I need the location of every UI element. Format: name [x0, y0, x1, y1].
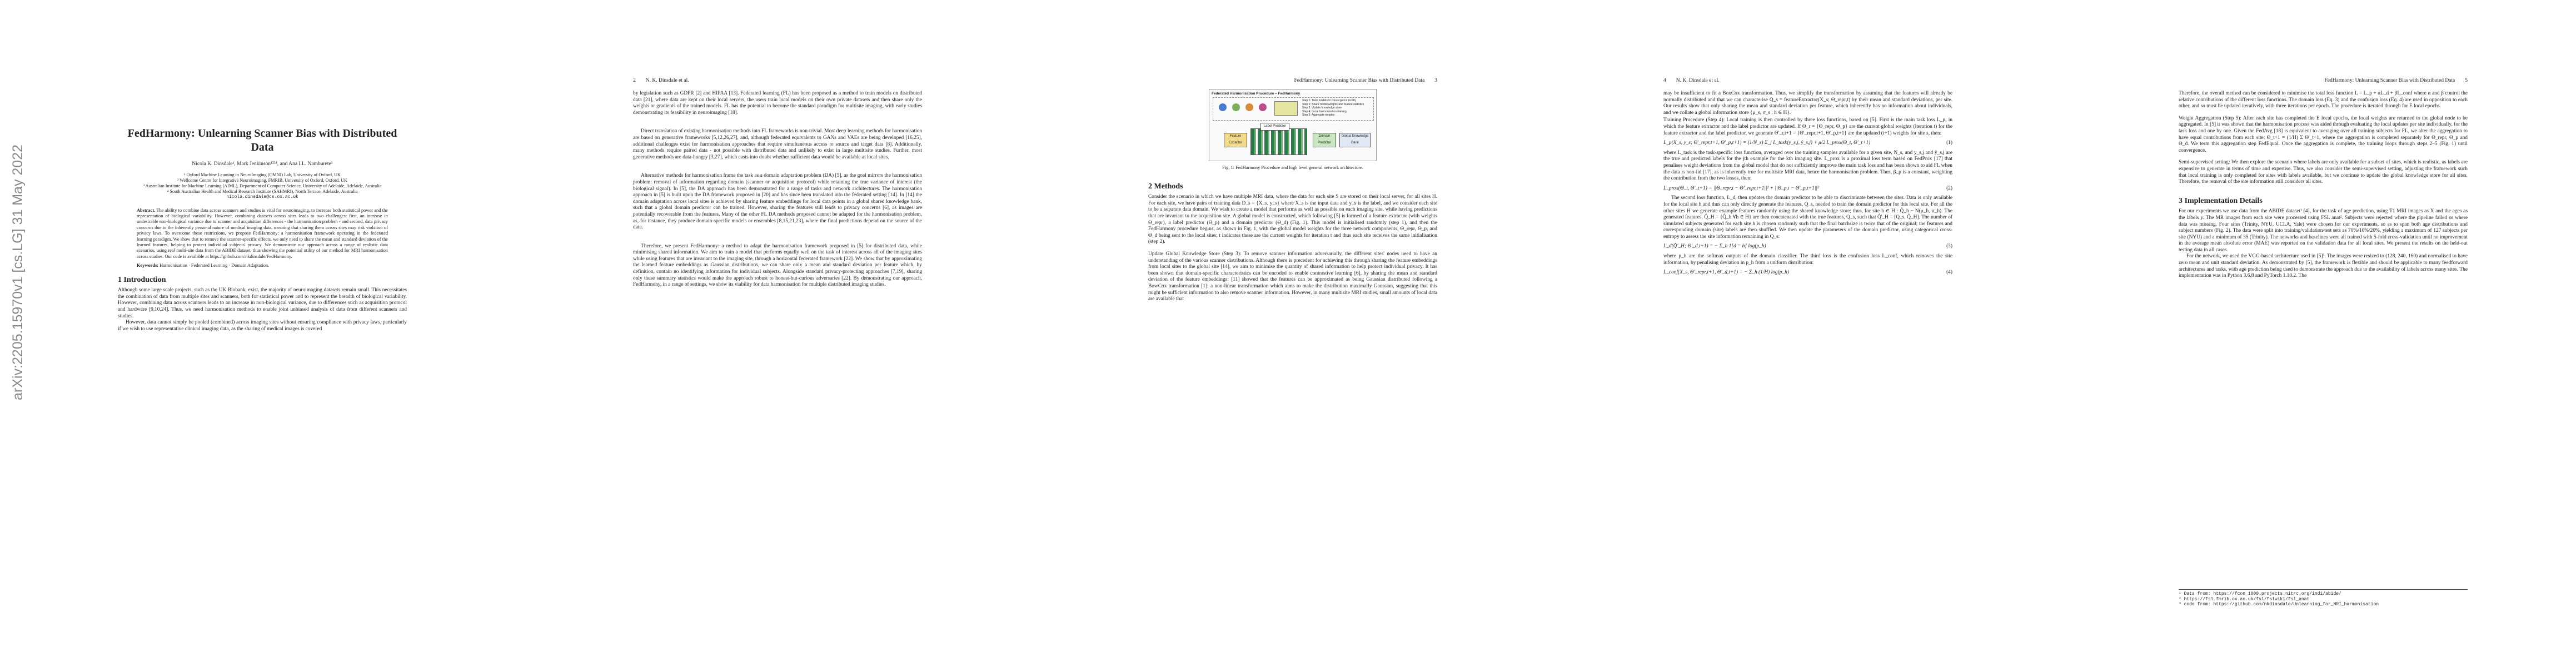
paragraph: where p_h are the softmax outputs of the…: [1663, 253, 1952, 266]
paragraph: Direct translation of existing harmonisa…: [633, 128, 922, 160]
section-implementation: 3 Implementation Details: [2179, 196, 2263, 205]
intro-paragraph-1: Although some large scale projects, such…: [118, 287, 407, 319]
paragraph: where L_task is the task-specific loss f…: [1663, 150, 1952, 182]
fed-procedure-panel: Step 1: Train models to convergence loca…: [1213, 97, 1374, 121]
equation-4-body: L_conf(X_s, Θ'_repr,t+1, Θ'_d,t+1) = − Σ…: [1663, 270, 1789, 276]
abstract-text: The ability to combine data across scann…: [137, 207, 388, 259]
equation-4-number: (4): [1946, 270, 1952, 276]
equation-2-body: L_prox(Θ_t, Θ'_t+1) = ||Θ_repr,t − Θ'_re…: [1663, 185, 1819, 191]
step-3: Step 3: Update knowledge store: [1302, 106, 1342, 110]
site-node: [1245, 103, 1253, 111]
running-head: FedHarmony: Unlearning Scanner Bias with…: [1294, 78, 1425, 83]
paragraph: Consider the scenario in which we have m…: [1148, 194, 1437, 245]
page-1-body: FedHarmony: Unlearning Scanner Bias with…: [118, 127, 407, 332]
equation-4: L_conf(X_s, Θ'_repr,t+1, Θ'_d,t+1) = − Σ…: [1663, 270, 1952, 276]
step-1: Step 1: Train models to convergence loca…: [1302, 99, 1356, 102]
figure-title: Federated Harmonisation Procedure – FedH…: [1212, 92, 1301, 96]
knowledge-bank-box: Global Knowledge Bank: [1339, 133, 1371, 147]
footnote-1: ¹ Data from: https://fcon_1000.projects.…: [2179, 591, 2341, 596]
steps-list: Step 1: Train models to convergence loca…: [1302, 99, 1371, 117]
paragraph: Therefore, the overall method can be con…: [2179, 91, 2468, 109]
paragraph: may be insufficient to fit a BoxCox tran…: [1663, 91, 1952, 116]
page-5-body: Therefore, the overall method can be con…: [2179, 91, 2468, 280]
affiliation-2: ² Wellcome Centre for Integrative Neuroi…: [177, 177, 348, 183]
authors: Nicola K. Dinsdale¹, Mark Jenkinson¹²³⁴,…: [192, 161, 333, 167]
equation-1: L_p(X_s, y_s; Θ'_repr,t+1, Θ'_p,t+1) = (…: [1663, 140, 1952, 147]
label-predictor-box: Label Predictor: [1260, 123, 1289, 131]
equation-1-body: L_p(X_s, y_s; Θ'_repr,t+1, Θ'_p,t+1) = (…: [1663, 140, 1871, 146]
affiliation-1: ¹ Oxford Machine Learning in NeuroImagin…: [184, 172, 341, 177]
paragraph: Semi-supervised setting: We then explore…: [2179, 160, 2468, 185]
equation-3-body: L_d(Q̂'_H; Θ'_d,t+1) = − Σ_h 1[d = h] lo…: [1663, 243, 1766, 250]
figure-1: Federated Harmonisation Procedure – FedH…: [1209, 89, 1377, 161]
author-email: nicola.dinsdale@cs.ox.ac.uk: [226, 194, 298, 200]
page-2-header: 2 N. K. Dinsdale et al.: [633, 78, 922, 83]
keywords: Keywords: Harmonisation · Federated Lear…: [137, 263, 388, 268]
equation-1-number: (1): [1946, 140, 1952, 146]
paragraph: For our experiments we use data from the…: [2179, 208, 2468, 253]
figure-caption: Fig. 1: FedHarmony Procedure and high le…: [1222, 165, 1363, 170]
global-server-box: [1274, 101, 1298, 116]
page-3-body: Federated Harmonisation Procedure – FedH…: [1148, 89, 1437, 303]
site-node: [1219, 103, 1227, 111]
paragraph: The second loss function, L_d, then upda…: [1663, 195, 1952, 240]
running-head: N. K. Dinsdale et al.: [645, 78, 689, 83]
page-3: FedHarmony: Unlearning Scanner Bias with…: [1030, 0, 1546, 667]
feature-bars: [1250, 128, 1307, 155]
arxiv-identifier: arXiv:2205.15970v1 [cs.LG] 31 May 2022: [10, 144, 26, 400]
step-2: Step 2: Share model weights and feature …: [1302, 102, 1364, 106]
keywords-text: Harmonisation · Federated Learning · Dom…: [160, 263, 270, 268]
page-4-body: may be insufficient to fit a BoxCox tran…: [1663, 91, 1952, 280]
footnote-3: ³ code from: https://github.com/nkdinsda…: [2179, 602, 2379, 608]
paragraph: For the network, we used the VGG-based a…: [2179, 253, 2468, 279]
paragraph: by legislation such as GDPR [2] and HIPA…: [633, 91, 922, 116]
page-number: 2: [633, 78, 636, 83]
page-1: arXiv:2205.15970v1 [cs.LG] 31 May 2022 F…: [0, 0, 515, 667]
feature-extractor-box: Feature Extractor: [1224, 133, 1247, 147]
affiliation-4: ⁴ South Australian Health and Medical Re…: [167, 188, 358, 194]
paragraph: Alternative methods for harmonisation fr…: [633, 173, 922, 231]
paragraph: Training Procedure (Step 4): Local train…: [1663, 117, 1952, 136]
equation-3: L_d(Q̂'_H; Θ'_d,t+1) = − Σ_h 1[d = h] lo…: [1663, 243, 1952, 250]
equation-2-number: (2): [1946, 185, 1952, 191]
page-5-header: FedHarmony: Unlearning Scanner Bias with…: [2179, 78, 2468, 83]
page-4-header: 4 N. K. Dinsdale et al.: [1663, 78, 1952, 83]
site-node: [1232, 103, 1240, 111]
keywords-label: Keywords:: [137, 263, 159, 268]
page-2: 2 N. K. Dinsdale et al. by legislation s…: [515, 0, 1030, 667]
page-number: 5: [2465, 78, 2468, 83]
section-methods: 2 Methods: [1148, 182, 1183, 191]
abstract-label: Abstract.: [137, 207, 156, 213]
running-head: N. K. Dinsdale et al.: [1676, 78, 1720, 83]
page-number: 4: [1663, 78, 1666, 83]
equation-3-number: (3): [1946, 243, 1952, 250]
intro-paragraph-2: However, data cannot simply be pooled (c…: [118, 320, 407, 332]
page-4: 4 N. K. Dinsdale et al. may be insuffici…: [1546, 0, 2061, 667]
paragraph: Update Global Knowledge Store (Step 3): …: [1148, 251, 1437, 302]
page-3-header: FedHarmony: Unlearning Scanner Bias with…: [1148, 78, 1437, 83]
abstract: Abstract. The ability to combine data ac…: [137, 208, 388, 260]
affiliation-3: ³ Australian Institute for Machine Learn…: [143, 183, 382, 188]
page-5: FedHarmony: Unlearning Scanner Bias with…: [2061, 0, 2576, 667]
footnote-2: ² https://fsl.fmrib.ox.ac.uk/fsl/fslwiki…: [2179, 596, 2310, 602]
step-5: Step 5: Aggregate weights: [1302, 113, 1335, 117]
page-2-body: by legislation such as GDPR [2] and HIPA…: [633, 91, 922, 288]
paragraph: Therefore, we present FedHarmony: a meth…: [633, 243, 922, 288]
paper-title: FedHarmony: Unlearning Scanner Bias with…: [127, 127, 397, 153]
section-introduction: 1 Introduction: [118, 275, 166, 284]
equation-2: L_prox(Θ_t, Θ'_t+1) = ||Θ_repr,t − Θ'_re…: [1663, 186, 1952, 192]
page-number: 3: [1434, 78, 1437, 83]
step-4: Step 4: Local harmonisation training: [1302, 109, 1347, 113]
paragraph: Weight Aggregation (Step 5): After each …: [2179, 115, 2468, 153]
domain-predictor-box: Domain Predictor: [1313, 133, 1336, 147]
footnotes: ¹ Data from: https://fcon_1000.projects.…: [2179, 589, 2468, 608]
running-head: FedHarmony: Unlearning Scanner Bias with…: [2324, 78, 2455, 83]
site-node: [1259, 103, 1267, 111]
